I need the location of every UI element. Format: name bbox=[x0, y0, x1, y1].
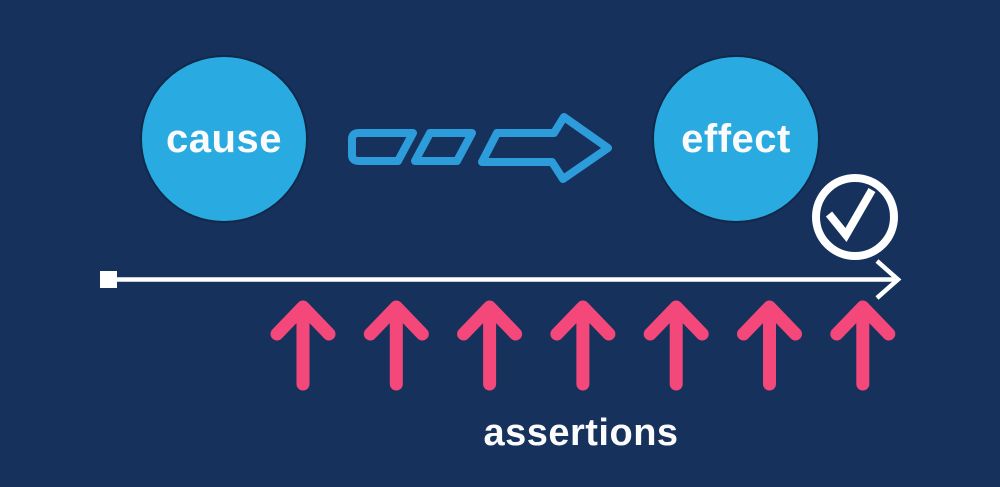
assertion-arrow-icon bbox=[457, 300, 523, 391]
effect-label: effect bbox=[681, 116, 791, 161]
flow-arrow-segment-2 bbox=[411, 129, 476, 165]
timeline-start-square bbox=[100, 271, 117, 288]
flow-arrow-segment-1 bbox=[348, 129, 417, 165]
checkmark-icon bbox=[812, 174, 898, 260]
cause-node: cause bbox=[140, 55, 308, 223]
cause-label: cause bbox=[166, 116, 282, 161]
flow-arrow-segment-3 bbox=[478, 113, 612, 183]
effect-node: effect bbox=[652, 55, 820, 223]
assertion-arrow-icon bbox=[830, 300, 896, 391]
assertion-arrow-icon bbox=[550, 300, 616, 391]
assertion-arrow-icon bbox=[643, 300, 709, 391]
timeline-arrowhead bbox=[875, 259, 902, 300]
assertion-arrow-icon bbox=[737, 300, 802, 391]
cause-effect-arrow-icon bbox=[348, 113, 612, 183]
assertions-label: assertions bbox=[483, 412, 679, 454]
timeline-arrow bbox=[100, 259, 902, 300]
assertion-arrow-icon bbox=[270, 300, 336, 391]
assertion-arrows bbox=[270, 300, 896, 391]
assertion-arrow-icon bbox=[363, 300, 429, 391]
checkmark-tick bbox=[825, 187, 876, 243]
